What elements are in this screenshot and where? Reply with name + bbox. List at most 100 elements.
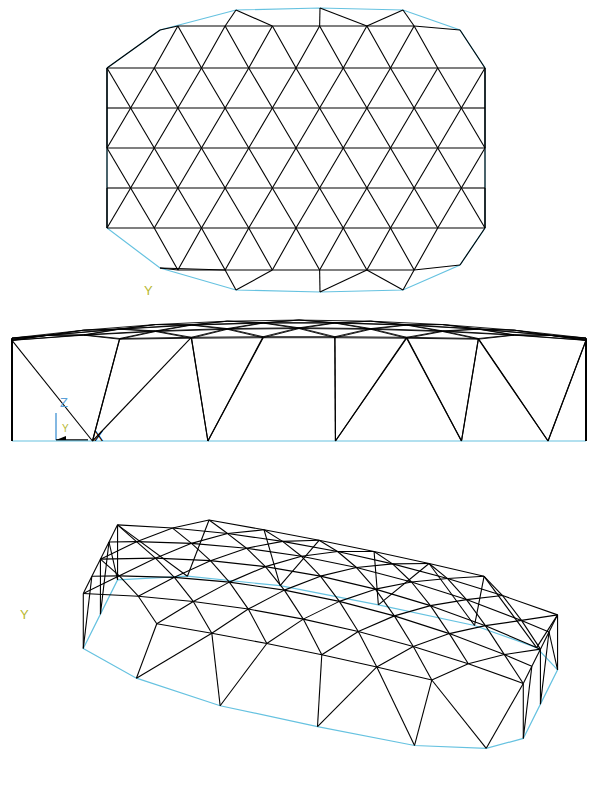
truss-member	[106, 108, 107, 148]
truss-member	[249, 68, 273, 108]
truss-member	[109, 541, 137, 542]
truss-member	[302, 556, 357, 567]
truss-member	[461, 187, 485, 188]
truss-member	[367, 228, 391, 270]
truss-member	[514, 335, 586, 340]
support-member	[432, 680, 486, 748]
truss-member	[191, 329, 227, 338]
truss-member	[467, 596, 503, 600]
axis-label: Z	[60, 396, 68, 409]
truss-member	[137, 542, 156, 558]
truss-member	[247, 541, 283, 548]
truss-member	[227, 327, 299, 329]
truss-member	[173, 528, 192, 543]
truss-member	[320, 148, 344, 188]
truss-member	[284, 590, 303, 619]
truss-member	[391, 68, 415, 108]
truss-member	[367, 269, 414, 270]
truss-member	[478, 335, 514, 339]
support-member	[557, 615, 558, 670]
support-member	[478, 339, 548, 441]
support-member	[585, 339, 586, 441]
support-member	[378, 564, 429, 605]
truss-member	[178, 107, 225, 108]
axis-label: Y	[20, 608, 29, 621]
truss-member	[100, 559, 119, 576]
truss-member	[229, 582, 284, 590]
truss-member	[461, 188, 485, 228]
truss-member	[375, 582, 411, 589]
truss-member	[522, 615, 558, 621]
truss-member	[202, 67, 249, 68]
truss-member	[375, 589, 430, 605]
support-member	[212, 633, 220, 706]
truss-member	[461, 107, 485, 108]
support-member	[523, 666, 532, 738]
truss-member	[343, 68, 367, 108]
truss-member	[478, 329, 550, 335]
truss-member	[12, 335, 84, 340]
truss-member	[249, 147, 296, 148]
truss-member	[178, 187, 225, 188]
truss-member	[296, 148, 320, 188]
truss-member	[414, 148, 438, 188]
truss-member	[12, 335, 84, 340]
truss-member	[407, 337, 479, 338]
truss-member	[413, 634, 449, 647]
truss-member	[228, 530, 265, 534]
truss-member	[358, 616, 394, 632]
truss-member	[484, 108, 485, 148]
truss-member	[303, 619, 358, 631]
truss-member	[178, 228, 202, 270]
truss-member	[338, 551, 375, 552]
truss-member	[549, 615, 558, 632]
truss-member	[438, 188, 462, 228]
truss-member	[263, 337, 335, 338]
truss-member	[367, 68, 391, 108]
truss-member	[438, 68, 462, 108]
truss-member	[320, 108, 344, 148]
truss-member	[267, 619, 304, 643]
truss-member	[131, 108, 155, 148]
truss-member	[247, 548, 266, 566]
truss-member	[367, 148, 391, 188]
truss-member	[107, 227, 154, 228]
truss-member	[107, 107, 131, 108]
truss-member	[202, 26, 226, 68]
support-member	[220, 643, 267, 705]
support-member	[11, 338, 12, 441]
truss-member	[371, 329, 407, 338]
support-member	[92, 337, 191, 441]
support-member	[106, 188, 107, 228]
truss-member	[484, 68, 485, 108]
truss-member	[193, 582, 229, 601]
truss-member	[156, 331, 192, 337]
truss-member	[227, 329, 263, 337]
truss-member	[461, 148, 485, 188]
truss-member	[178, 188, 202, 228]
support-member	[109, 542, 118, 580]
support-member	[225, 270, 236, 290]
truss-member	[120, 337, 192, 338]
truss-member	[540, 632, 549, 649]
truss-member	[367, 107, 414, 108]
truss-member	[107, 188, 131, 228]
truss-member	[338, 551, 393, 563]
truss-member	[296, 26, 320, 68]
truss-member	[192, 543, 211, 560]
truss-member	[532, 649, 541, 666]
truss-member	[296, 108, 320, 148]
truss-member	[299, 327, 371, 329]
truss-member	[154, 67, 201, 68]
support-member	[107, 30, 160, 68]
truss-member	[391, 148, 415, 188]
truss-member	[296, 188, 320, 228]
support-member	[11, 339, 12, 441]
support-member	[403, 10, 414, 26]
support-member	[320, 270, 367, 292]
truss-member	[367, 188, 391, 228]
truss-member	[357, 568, 412, 582]
plan-view	[107, 8, 485, 292]
truss-member	[267, 643, 322, 654]
